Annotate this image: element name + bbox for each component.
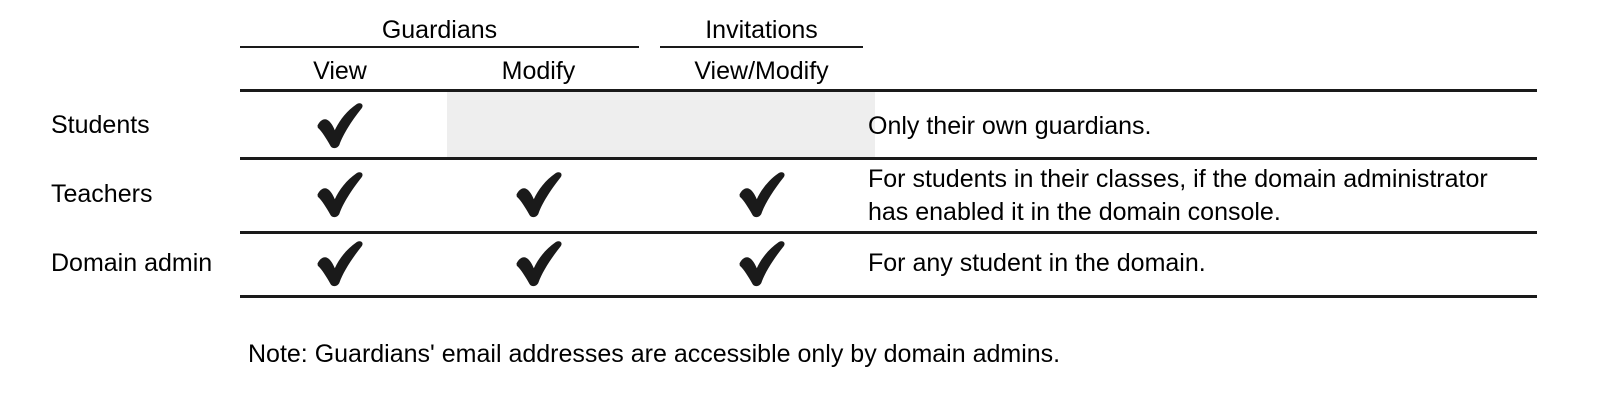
shaded-cell-students-modify bbox=[447, 91, 875, 157]
checkmark-icon-domain-admin-invitations-view-modify bbox=[735, 236, 789, 290]
table-rule-bottom bbox=[240, 295, 1537, 298]
row-label-domain-admin: Domain admin bbox=[51, 249, 213, 277]
row-label-students: Students bbox=[51, 111, 150, 139]
checkmark-icon-teachers-guardians-view bbox=[313, 167, 367, 221]
checkmark-icon-teachers-guardians-modify bbox=[512, 167, 566, 221]
row-description-domain-admin: For any student in the domain. bbox=[868, 249, 1206, 277]
table-rule-after-students bbox=[240, 157, 1537, 160]
checkmark-icon-students-guardians-view bbox=[313, 98, 367, 152]
column-group-header-guardians: Guardians bbox=[381, 16, 498, 44]
column-header-invitations-view-modify: View/Modify bbox=[694, 57, 829, 85]
column-header-guardians-modify: Modify bbox=[501, 57, 576, 85]
table-note: Note: Guardians' email addresses are acc… bbox=[248, 340, 1061, 368]
row-description-students: Only their own guardians. bbox=[868, 112, 1152, 140]
table-rule-top bbox=[240, 89, 1537, 92]
checkmark-icon-teachers-invitations-view-modify bbox=[735, 167, 789, 221]
group-rule-guardians bbox=[240, 46, 639, 48]
column-group-header-invitations: Invitations bbox=[705, 16, 818, 44]
row-description-teachers: For students in their classes, if the do… bbox=[868, 165, 1488, 226]
table-rule-after-teachers bbox=[240, 231, 1537, 234]
checkmark-icon-domain-admin-guardians-view bbox=[313, 236, 367, 290]
group-rule-invitations bbox=[660, 46, 863, 48]
column-header-guardians-view: View bbox=[313, 57, 367, 85]
checkmark-icon-domain-admin-guardians-modify bbox=[512, 236, 566, 290]
row-label-teachers: Teachers bbox=[51, 180, 153, 208]
